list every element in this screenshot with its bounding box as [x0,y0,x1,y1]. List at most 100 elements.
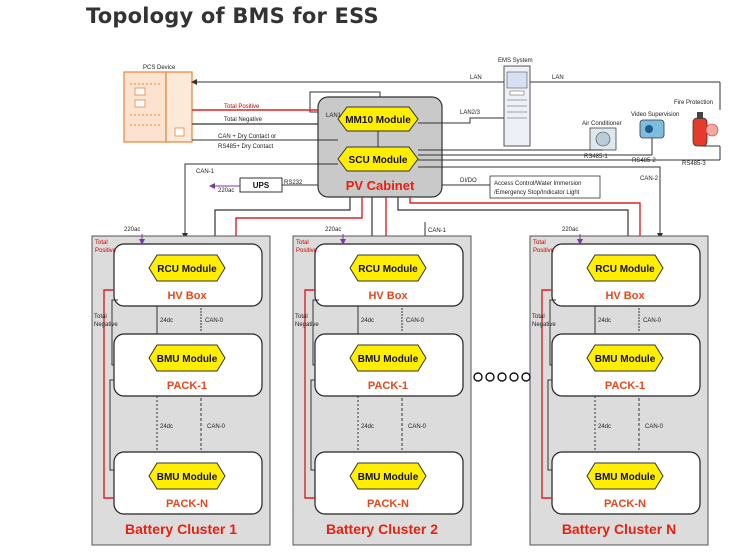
total-label-neg: Total [94,314,107,320]
top-connections: LAN LAN LAN2/3 Total Positive Total Nega… [182,75,721,246]
dc24-top-label: 24dc [598,318,611,324]
air-conditioner: Air Conditioner RS485-1 [582,121,622,160]
total-negative-label: Total Negative [224,117,263,123]
negative-label: Negative [295,322,319,328]
page-title: Topology of BMS for ESS [86,4,379,28]
video-supervision: Video Supervision RS485-2 [631,112,679,164]
bmu-module-1-hex [148,344,226,372]
dc24-top-label: 24dc [160,318,173,324]
cluster-label: Battery Cluster 2 [326,521,438,537]
rcu-module-hex [148,254,226,282]
access-control-label-2: /Emergency Stop/Indicator Light [494,190,580,196]
pcs-device-label: PCS Device [143,65,176,71]
positive-label: Positive [296,248,318,254]
can0-bottom-label: CAN-0 [645,424,664,430]
lan23-label: LAN2/3 [460,110,481,116]
fire-label: Fire Protection [674,100,713,106]
bmu-module-n-label: BMU Module [157,472,218,483]
ups-device: UPS RS232 220ac [209,177,318,194]
220ac-cluster-label: 220ac [562,227,578,233]
rs485-2-label: RS485-2 [632,158,656,164]
lan-label-left: LAN [470,75,482,81]
bmu-module-1-hex [586,344,664,372]
video-label: Video Supervision [631,112,679,118]
positive-label: Positive [533,248,555,254]
pack-1-label: PACK-1 [605,380,645,392]
can0-bottom-label: CAN-0 [207,424,226,430]
can2-label: CAN-2 [640,176,659,182]
bmu-module-1-label: BMU Module [157,354,218,365]
dc24-top-label: 24dc [361,318,374,324]
ems-label: EMS System [498,58,533,64]
lan1-label: LAN1 [326,113,342,119]
fire-extinguisher-icon [692,117,708,147]
can0-bottom-label: CAN-0 [408,424,427,430]
dc24-bottom-label: 24dc [598,424,611,430]
rs485-1-label: RS485-1 [584,154,608,160]
hv-box-label: HV Box [167,290,207,302]
rs485-3-label: RS485-3 [682,161,706,167]
rcu-module-label: RCU Module [358,264,418,275]
hv-box-label: HV Box [605,290,645,302]
bmu-module-1-label: BMU Module [358,354,419,365]
hv-box-label: HV Box [368,290,408,302]
access-control-label-1: Access Control/Water Immersion [494,181,581,187]
rcu-module-hex [586,254,664,282]
dc24-bottom-label: 24dc [160,424,173,430]
mm10-module-hex [337,106,419,132]
access-control-box [489,175,601,199]
220ac-cluster-label: 220ac [325,227,341,233]
lan-label-right: LAN [552,75,564,81]
total-label-top: Total [95,240,108,246]
220ac-cluster-label: 220ac [124,227,140,233]
bmu-module-n-hex [586,462,664,490]
ems-system: EMS System [498,58,533,147]
can1-label: CAN-1 [196,169,215,175]
pack-n-label: PACK-N [604,498,646,510]
can-dry-contact-label-1: CAN + Dry Contact or [218,134,276,140]
mm10-module-label: MM10 Module [345,115,411,126]
rcu-module-hex [349,254,427,282]
pv-cabinet-label: PV Cabinet [346,178,415,193]
pack-n-label: PACK-N [367,498,409,510]
negative-label: Negative [532,322,556,328]
positive-label: Positive [95,248,117,254]
can0-top-label: CAN-0 [643,318,662,324]
total-label-top: Total [533,240,546,246]
pack-n-label: PACK-N [166,498,208,510]
cluster-label: Battery Cluster N [562,521,676,537]
pack-1-label: PACK-1 [368,380,408,392]
ups-220ac-label: 220ac [218,188,234,194]
dido-label: DI/DO [460,178,477,184]
bmu-module-n-label: BMU Module [595,472,656,483]
pv-cabinet: MM10 Module SCU Module PV Cabinet LAN1 [317,96,443,198]
bmu-module-n-hex [349,462,427,490]
more-clusters-indicator [473,372,531,382]
can1-mid-label: CAN-1 [428,228,447,234]
total-positive-label: Total Positive [224,104,260,110]
ups-label: UPS [253,181,270,190]
rs232-label: RS232 [284,180,303,186]
scu-module-hex [337,146,419,172]
bmu-module-1-label: BMU Module [595,354,656,365]
fire-protection: Fire Protection RS485-3 [674,100,719,167]
bmu-module-n-hex [148,462,226,490]
cluster-label: Battery Cluster 1 [125,521,237,537]
negative-label: Negative [94,322,118,328]
rcu-module-label: RCU Module [157,264,217,275]
pack-1-label: PACK-1 [167,380,207,392]
dc24-bottom-label: 24dc [361,424,374,430]
can-dry-contact-label-2: RS485+ Dry Contact [218,144,274,150]
total-label-top: Total [296,240,309,246]
rcu-module-label: RCU Module [595,264,655,275]
pcs-device: PCS Device [123,65,193,143]
total-label-neg: Total [295,314,308,320]
bmu-module-n-label: BMU Module [358,472,419,483]
can0-top-label: CAN-0 [406,318,425,324]
total-label-neg: Total [532,314,545,320]
